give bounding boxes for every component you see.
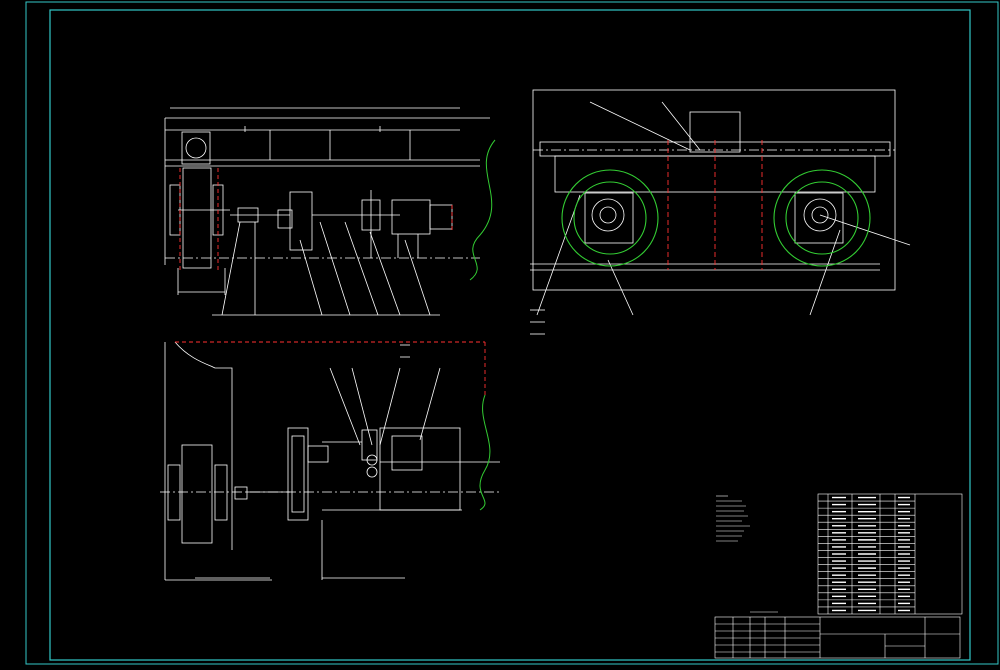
title-block [714, 611, 961, 659]
drive-elevation-view [164, 107, 490, 316]
bogie-side-view [530, 89, 911, 335]
technical-notes [716, 495, 750, 542]
sheet-outer-border [25, 1, 999, 665]
drive-plan-view [160, 341, 500, 581]
plan-boundary [175, 341, 486, 395]
drive-elevation-centerlines [179, 168, 453, 270]
break-line-plan [479, 394, 491, 511]
parts-list-table [817, 493, 963, 615]
bogie-centerlines [667, 140, 763, 270]
break-line-left [469, 139, 496, 281]
sheet-inner-border [49, 9, 971, 661]
left-wheel [561, 169, 659, 267]
bogie-wheels [561, 169, 871, 267]
right-wheel [773, 169, 871, 267]
